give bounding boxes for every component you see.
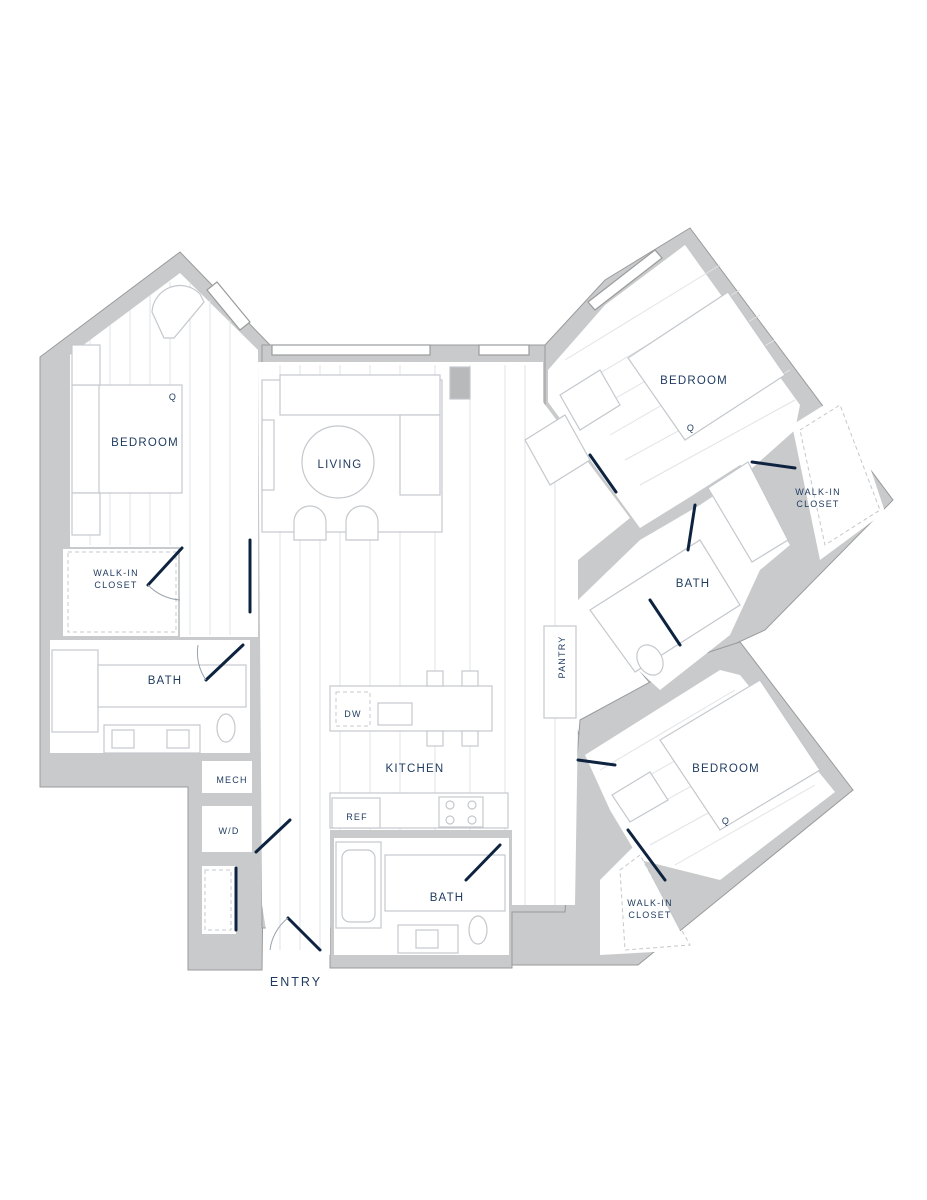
label-bedroom-left: BEDROOM (111, 437, 179, 449)
label-walk-in-left-1: WALK-IN (93, 568, 139, 578)
dining-chair (293, 505, 327, 541)
label-kitchen: KITCHEN (386, 763, 445, 775)
shower-icon (51, 649, 99, 733)
toilet-icon (636, 644, 664, 676)
windows (206, 249, 663, 356)
label-living: LIVING (318, 459, 363, 471)
label-pantry: PANTRY (557, 636, 567, 679)
bed-left (71, 384, 183, 494)
label-washer-dryer: W/D (218, 826, 239, 836)
shower-icon (707, 461, 789, 563)
label-bath-left: BATH (148, 675, 183, 687)
label-bath-center: BATH (430, 892, 465, 904)
coffee-table (301, 425, 375, 499)
label-mech: MECH (216, 775, 247, 785)
armchair-icon (151, 284, 205, 339)
toilet-icon (216, 713, 236, 743)
label-entry: ENTRY (270, 975, 322, 989)
bed-size-top-right: Q (687, 423, 695, 433)
label-refrigerator: REF (346, 812, 368, 822)
label-walk-in-bottom-right-2: CLOSET (628, 910, 671, 920)
bed-size-left: Q (169, 392, 177, 402)
fixtures (51, 284, 881, 954)
room-labels: BEDROOM Q LIVING WALK-IN CLOSET BATH MEC… (93, 375, 841, 989)
refrigerator (331, 797, 381, 829)
label-dishwasher: DW (344, 709, 361, 719)
label-walk-in-top-right-1: WALK-IN (795, 487, 841, 497)
label-walk-in-left-2: CLOSET (94, 580, 137, 590)
label-bath-right: BATH (676, 578, 711, 590)
label-bedroom-bottom-right: BEDROOM (692, 763, 760, 775)
bed-size-bottom-right: Q (722, 816, 730, 826)
dining-chair (345, 505, 379, 541)
doors (146, 453, 797, 952)
label-walk-in-bottom-right-1: WALK-IN (627, 898, 673, 908)
cooktop (438, 796, 484, 828)
bed-top-right (627, 291, 786, 441)
label-walk-in-top-right-2: CLOSET (796, 499, 839, 509)
label-bedroom-top-right: BEDROOM (660, 375, 728, 387)
bed-bottom-right (659, 679, 821, 831)
toilet-icon (468, 915, 488, 945)
